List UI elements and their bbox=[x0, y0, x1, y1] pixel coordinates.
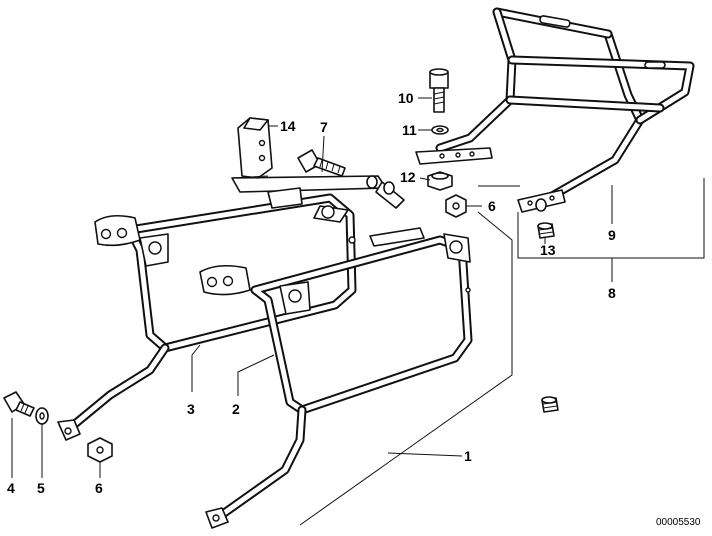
plug-loose bbox=[541, 396, 559, 413]
nut-12 bbox=[427, 171, 453, 191]
washer-11 bbox=[431, 125, 449, 135]
callout-2: 2 bbox=[232, 401, 240, 417]
document-number: 00005530 bbox=[656, 517, 701, 528]
washer-5 bbox=[35, 407, 49, 425]
callout-9: 9 bbox=[608, 227, 616, 243]
side-frame-3 bbox=[57, 193, 357, 441]
callout-13: 13 bbox=[540, 242, 556, 258]
callout-8: 8 bbox=[608, 285, 616, 301]
callout-labels: 1 2 3 4 5 6 6 7 8 9 10 11 12 13 14 00005… bbox=[7, 90, 701, 528]
bolt-4 bbox=[3, 391, 35, 417]
bolt-10 bbox=[429, 68, 449, 113]
leader-lines bbox=[11, 97, 613, 478]
side-frame-2 bbox=[199, 227, 473, 529]
parts-14-bracket bbox=[231, 117, 273, 179]
nut-6-upper bbox=[445, 194, 467, 218]
nut-6-lower bbox=[87, 437, 113, 463]
callout-12: 12 bbox=[400, 169, 416, 185]
callout-6-upper: 6 bbox=[488, 198, 496, 214]
top-carrier bbox=[231, 175, 405, 223]
group-1-boundary bbox=[299, 178, 705, 526]
rear-rack bbox=[415, 7, 695, 213]
callout-11: 11 bbox=[402, 122, 417, 138]
callout-3: 3 bbox=[187, 401, 195, 417]
bolt-7 bbox=[297, 149, 346, 177]
rubber-13 bbox=[537, 222, 555, 239]
callout-6-lower: 6 bbox=[95, 480, 103, 496]
callout-4: 4 bbox=[7, 480, 15, 496]
callout-7: 7 bbox=[320, 119, 328, 135]
callout-10: 10 bbox=[398, 90, 414, 106]
callout-5: 5 bbox=[37, 480, 45, 496]
callout-1: 1 bbox=[464, 448, 472, 464]
callout-14: 14 bbox=[280, 118, 296, 134]
